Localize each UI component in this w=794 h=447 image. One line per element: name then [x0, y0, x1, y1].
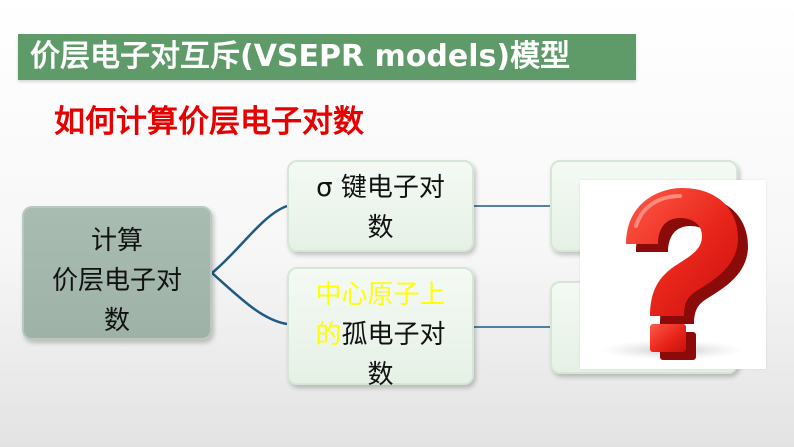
lone-pair-line-2: 的孤电子对	[289, 315, 472, 355]
root-node: 计算 价层电子对 数	[22, 206, 212, 340]
root-node-line-3: 数	[103, 306, 130, 336]
sigma-bond-node: σ 键电子对 数	[287, 160, 474, 252]
sigma-bond-line-2: 数	[367, 213, 394, 243]
slide-subtitle: 如何计算价层电子对数	[54, 104, 364, 140]
lone-pair-node: 中心原子上 的孤电子对 数	[287, 267, 474, 390]
root-node-line-2: 价层电子对	[51, 266, 182, 296]
connector-root-to-top	[211, 204, 288, 274]
lone-pair-line-2-rest: 孤电子对	[341, 320, 446, 350]
slide-title: 价层电子对互斥(VSEPR models)模型	[30, 39, 571, 74]
lone-pair-highlight-char: 的	[315, 320, 342, 350]
root-node-line-1: 计算	[90, 226, 143, 256]
question-mark-icon	[600, 188, 748, 360]
lone-pair-highlight-line: 中心原子上	[315, 280, 446, 310]
sigma-bond-line-1: σ 键电子对	[316, 173, 445, 203]
lone-pair-line-3: 数	[367, 360, 394, 390]
connector-root-to-bottom	[211, 272, 288, 326]
question-mark-card	[580, 180, 766, 369]
title-bar: 价层电子对互斥(VSEPR models)模型	[18, 34, 636, 80]
